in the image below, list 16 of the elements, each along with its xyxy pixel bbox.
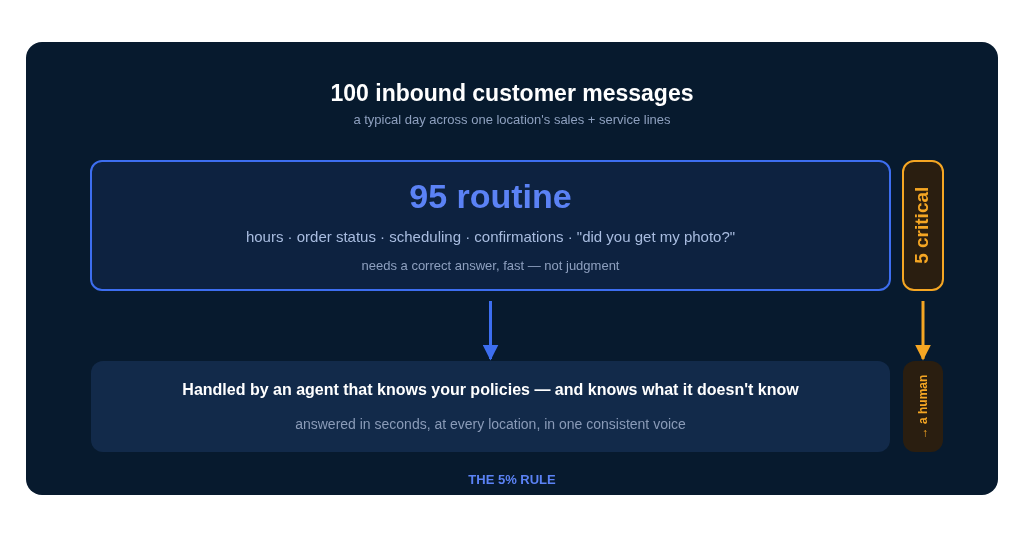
node-text: → a human bbox=[915, 374, 931, 439]
node-text: hours · order status · scheduling · confirmations · "did you get my photo?" bbox=[245, 226, 736, 247]
node-heading: 95 routine bbox=[409, 176, 572, 218]
node-heading: 5 critical bbox=[910, 186, 934, 265]
arrow bbox=[915, 301, 931, 361]
side-tag bbox=[903, 361, 943, 452]
footer-text: THE 5% RULE bbox=[467, 471, 557, 489]
subtitle: a typical day across one location's sales + service lines bbox=[352, 111, 672, 129]
title: 100 inbound customer messages bbox=[329, 79, 695, 108]
message-box bbox=[91, 361, 890, 452]
message-box bbox=[90, 160, 891, 291]
side-tag bbox=[902, 160, 944, 291]
node-note: answered in seconds, at every location, in one consistent voice bbox=[295, 415, 686, 434]
arrow bbox=[482, 301, 499, 361]
node-heading: Handled by an agent that knows your policies — and knows what it doesn't know bbox=[182, 380, 799, 400]
node-note: needs a correct answer, fast — not judgment bbox=[361, 257, 620, 276]
